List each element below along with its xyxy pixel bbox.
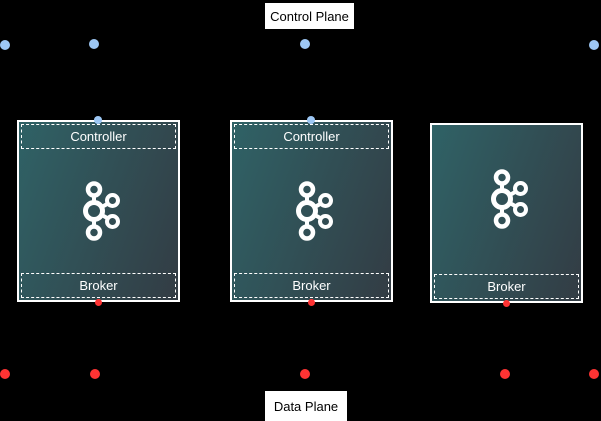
red-connection-dot: [0, 369, 10, 379]
kafka-icon: [490, 168, 528, 229]
kafka-logo-container: [232, 151, 391, 271]
red-anchor-dot: [308, 299, 315, 306]
broker-section: Broker: [434, 274, 579, 299]
broker-section: Broker: [21, 273, 176, 298]
red-connection-dot: [300, 369, 310, 379]
blue-connection-dot: [89, 39, 99, 49]
red-connection-dot: [589, 369, 599, 379]
controller-label: Controller: [283, 129, 340, 144]
kafka-node-2: Controller Broker: [230, 120, 393, 302]
kafka-node-3: Broker: [430, 123, 583, 303]
blue-anchor-dot: [94, 116, 102, 124]
red-connection-dot: [500, 369, 510, 379]
data-plane-label: Data Plane: [265, 391, 347, 421]
blue-connection-dot: [589, 40, 599, 50]
controller-section: Controller: [21, 124, 176, 149]
broker-label: Broker: [487, 279, 526, 294]
red-anchor-dot: [95, 299, 102, 306]
broker-label: Broker: [292, 278, 331, 293]
controller-label: Controller: [70, 129, 127, 144]
blue-anchor-dot: [307, 116, 315, 124]
broker-label: Broker: [79, 278, 118, 293]
control-plane-label: Control Plane: [265, 3, 354, 29]
blue-connection-dot: [0, 40, 10, 50]
red-anchor-dot: [503, 300, 510, 307]
data-plane-text: Data Plane: [273, 398, 339, 414]
red-connection-dot: [90, 369, 100, 379]
kafka-icon: [295, 181, 333, 241]
controller-section: Controller: [234, 124, 389, 149]
kafka-icon: [82, 181, 120, 241]
kafka-logo-container: [432, 125, 581, 272]
kafka-node-1: Controller Broker: [17, 120, 180, 302]
kafka-logo-container: [19, 151, 178, 271]
broker-section: Broker: [234, 273, 389, 298]
control-plane-text: Control Plane: [270, 8, 349, 24]
blue-connection-dot: [300, 39, 310, 49]
